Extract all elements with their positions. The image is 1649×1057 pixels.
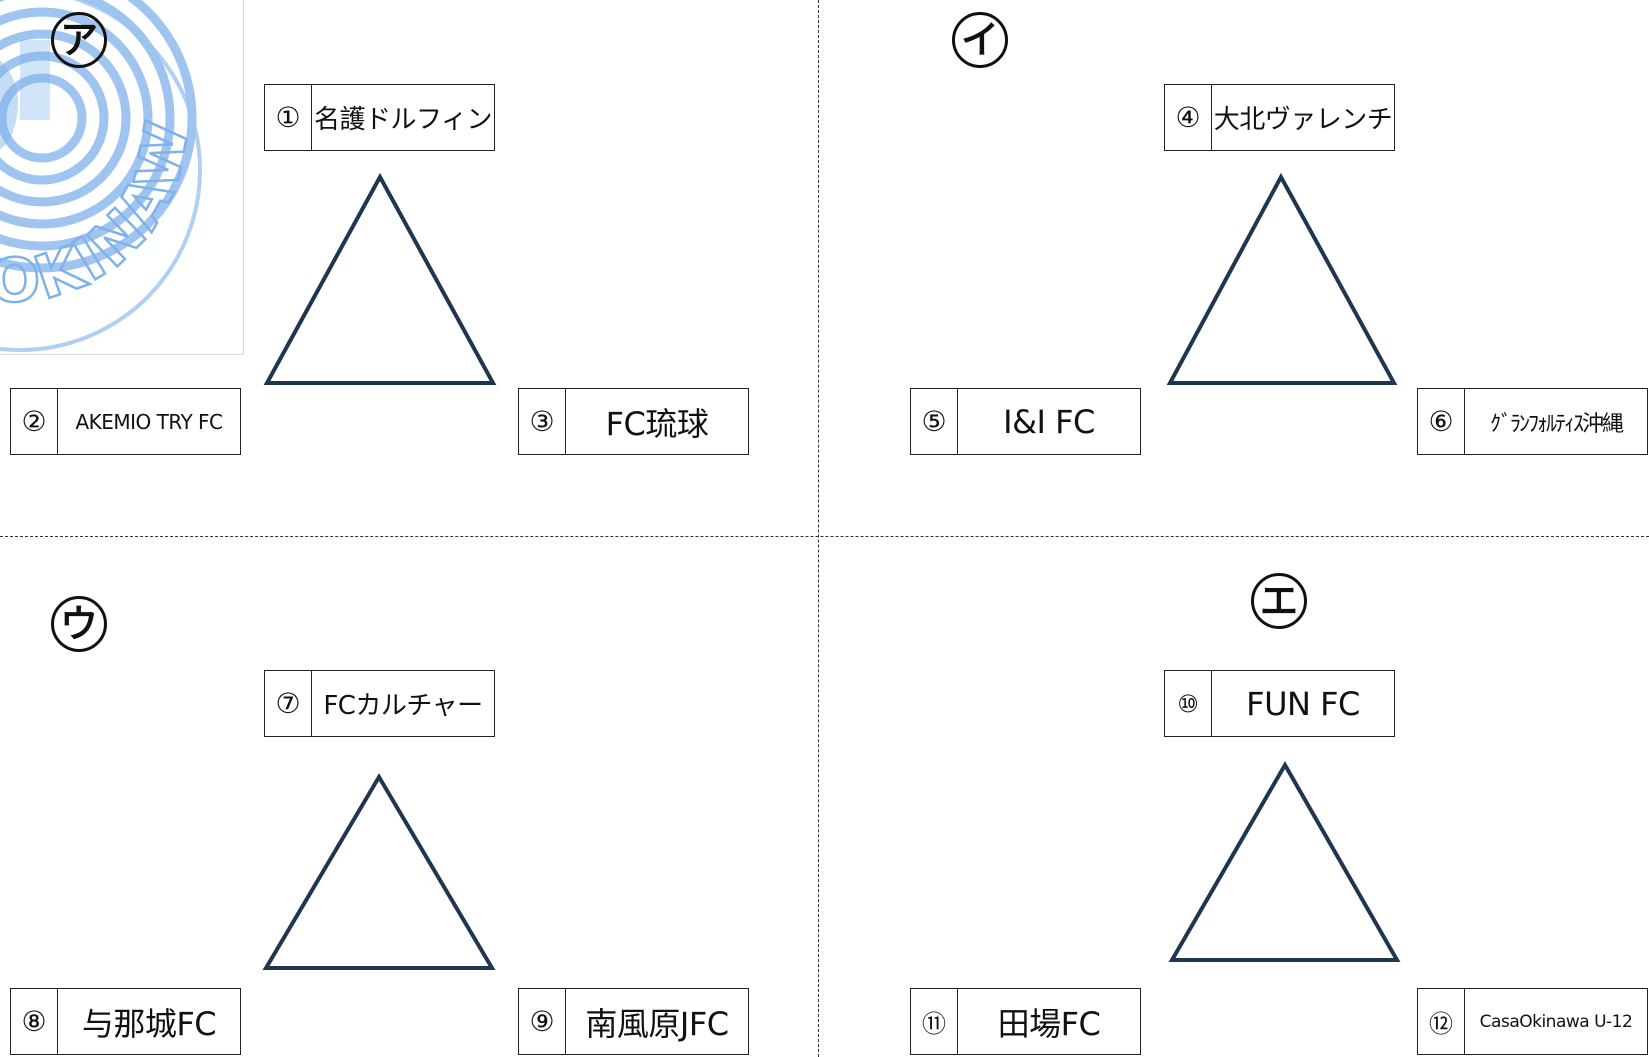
team-number: ⑧ bbox=[11, 989, 58, 1054]
team-name: ｸﾞﾗﾝﾌｫﾙﾃｨｽ沖縄 bbox=[1489, 411, 1624, 437]
logo-frame-bottom bbox=[0, 354, 244, 355]
team-number: ⑫ bbox=[1418, 989, 1465, 1054]
team-name: 与那城FC bbox=[81, 1004, 217, 1043]
team-box-10: ⑩ FUN FC bbox=[1164, 670, 1395, 737]
group-mark-e: エ bbox=[1251, 573, 1307, 629]
group-mark-u: ウ bbox=[51, 596, 107, 652]
team-name: CasaOkinawa U-12 bbox=[1479, 1011, 1633, 1032]
vertical-divider bbox=[818, 0, 819, 1057]
team-box-2: ② AKEMIO TRY FC bbox=[10, 388, 241, 455]
group-mark-i: イ bbox=[952, 12, 1008, 68]
team-name: I&I FC bbox=[1003, 402, 1095, 441]
group-mark-e-label: エ bbox=[1259, 579, 1298, 623]
team-name: 大北ヴァレンチ bbox=[1213, 105, 1393, 135]
team-number: ⑨ bbox=[519, 989, 566, 1054]
team-number: ① bbox=[265, 85, 312, 150]
group-mark-a-label: ア bbox=[59, 18, 98, 62]
team-name: AKEMIO TRY FC bbox=[75, 409, 223, 434]
team-box-4: ④ 大北ヴァレンチ bbox=[1164, 84, 1395, 151]
team-box-7: ⑦ FCカルチャー bbox=[264, 670, 495, 737]
team-box-8: ⑧ 与那城FC bbox=[10, 988, 241, 1055]
team-name: FC琉球 bbox=[605, 404, 709, 443]
group-mark-u-label: ウ bbox=[59, 602, 98, 646]
team-name: FUN FC bbox=[1246, 684, 1360, 723]
team-name: 南風原JFC bbox=[585, 1004, 729, 1043]
horizontal-divider bbox=[0, 536, 1649, 537]
team-name: 名護ドルフィン bbox=[314, 105, 492, 135]
match-triangle-u bbox=[262, 773, 496, 970]
logo-watermark: OKINAWA bbox=[0, 0, 245, 355]
team-name: 田場FC bbox=[997, 1004, 1101, 1043]
team-box-5: ⑤ I&I FC bbox=[910, 388, 1141, 455]
team-box-1: ① 名護ドルフィン bbox=[264, 84, 495, 151]
team-number: ⑦ bbox=[265, 671, 312, 736]
match-triangle-e bbox=[1168, 760, 1401, 962]
team-box-3: ③ FC琉球 bbox=[518, 388, 749, 455]
match-triangle-i bbox=[1166, 172, 1398, 385]
team-number: ⑥ bbox=[1418, 389, 1465, 454]
group-mark-i-label: イ bbox=[960, 18, 999, 62]
team-number: ⑪ bbox=[911, 989, 958, 1054]
team-box-11: ⑪ 田場FC bbox=[910, 988, 1141, 1055]
team-number: ⑤ bbox=[911, 389, 958, 454]
team-number: ⑩ bbox=[1165, 671, 1212, 736]
team-number: ④ bbox=[1165, 85, 1212, 150]
group-mark-a: ア bbox=[51, 12, 107, 68]
match-triangle-a bbox=[263, 172, 497, 385]
team-number: ② bbox=[11, 389, 58, 454]
logo-frame-right bbox=[243, 0, 244, 355]
team-box-9: ⑨ 南風原JFC bbox=[518, 988, 749, 1055]
team-box-6: ⑥ ｸﾞﾗﾝﾌｫﾙﾃｨｽ沖縄 bbox=[1417, 388, 1648, 455]
team-box-12: ⑫ CasaOkinawa U-12 bbox=[1417, 988, 1648, 1055]
team-number: ③ bbox=[519, 389, 566, 454]
team-name: FCカルチャー bbox=[323, 691, 483, 721]
